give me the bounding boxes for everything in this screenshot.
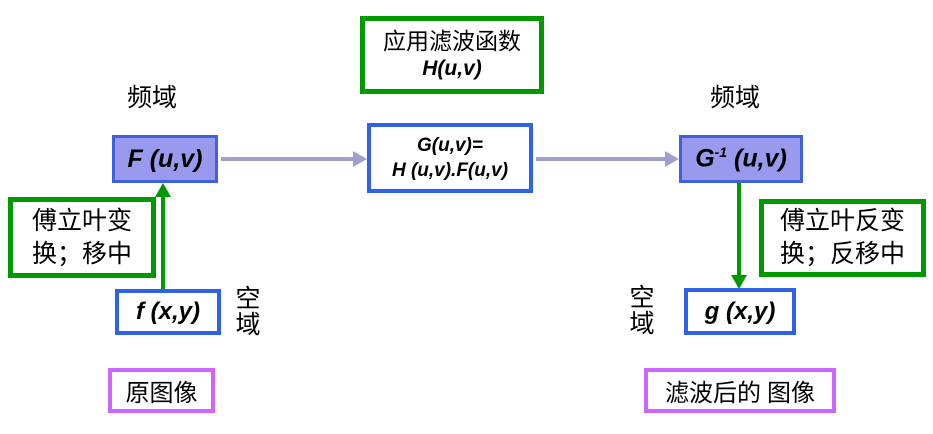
g-inverse-formula: G-1 (u,v) <box>695 144 787 173</box>
fourier-transform-line-1: 傅立叶变 <box>31 207 132 235</box>
arrow-fourier-up <box>155 183 171 290</box>
fourier-transform-line-2: 换；移中 <box>31 240 132 268</box>
spatial-domain-label-right: 空 域 <box>628 286 656 338</box>
spatial-left-char-1: 空 <box>235 286 261 313</box>
frequency-domain-label-right: 频域 <box>710 85 761 112</box>
spatial-right-char-2: 域 <box>629 311 655 338</box>
filtered-image-caption-box: 滤波后的 图像 <box>644 368 836 413</box>
source-image-label: 原图像 <box>125 381 198 407</box>
g-inverse-superscript: -1 <box>714 144 728 161</box>
product-formula-box: G(u,v)= H (u,v).F(u,v) <box>367 123 533 193</box>
f-xy-formula: f (x,y) <box>135 298 200 325</box>
frequency-domain-label-left: 频域 <box>127 85 178 112</box>
fourier-transform-box: 傅立叶变 换；移中 <box>8 197 156 278</box>
inverse-fourier-line-2: 换；反移中 <box>779 241 905 268</box>
arrow-product-to-g <box>536 151 679 167</box>
g-inverse-uv-box: G-1 (u,v) <box>679 135 803 183</box>
h-uv-formula: H(u,v) <box>422 57 482 80</box>
f-xy-box: f (x,y) <box>115 289 221 335</box>
apply-filter-label: 应用滤波函数 <box>383 29 521 54</box>
arrow-inverse-fourier-down <box>731 183 747 289</box>
spatial-right-char-1: 空 <box>629 285 655 312</box>
f-uv-box: F (u,v) <box>112 135 218 183</box>
g-xy-formula: g (x,y) <box>704 297 776 325</box>
g-inverse-base: G <box>695 144 715 173</box>
f-uv-formula: F (u,v) <box>127 144 203 173</box>
inverse-fourier-transform-box: 傅立叶反变 换；反移中 <box>759 199 926 277</box>
arrow-f-to-product <box>221 151 367 167</box>
product-line-1: G(u,v)= <box>417 135 483 156</box>
product-line-2: H (u,v).F(u,v) <box>391 160 509 181</box>
inverse-fourier-line-1: 傅立叶反变 <box>779 208 905 235</box>
source-image-caption-box: 原图像 <box>108 368 215 413</box>
g-inverse-args: (u,v) <box>727 144 787 173</box>
filtered-image-label: 滤波后的 图像 <box>665 381 815 407</box>
g-xy-box: g (x,y) <box>684 288 796 335</box>
spatial-left-char-2: 域 <box>235 312 261 339</box>
spatial-domain-label-left: 空 域 <box>234 287 262 339</box>
apply-filter-function-box: 应用滤波函数 H(u,v) <box>360 16 544 94</box>
